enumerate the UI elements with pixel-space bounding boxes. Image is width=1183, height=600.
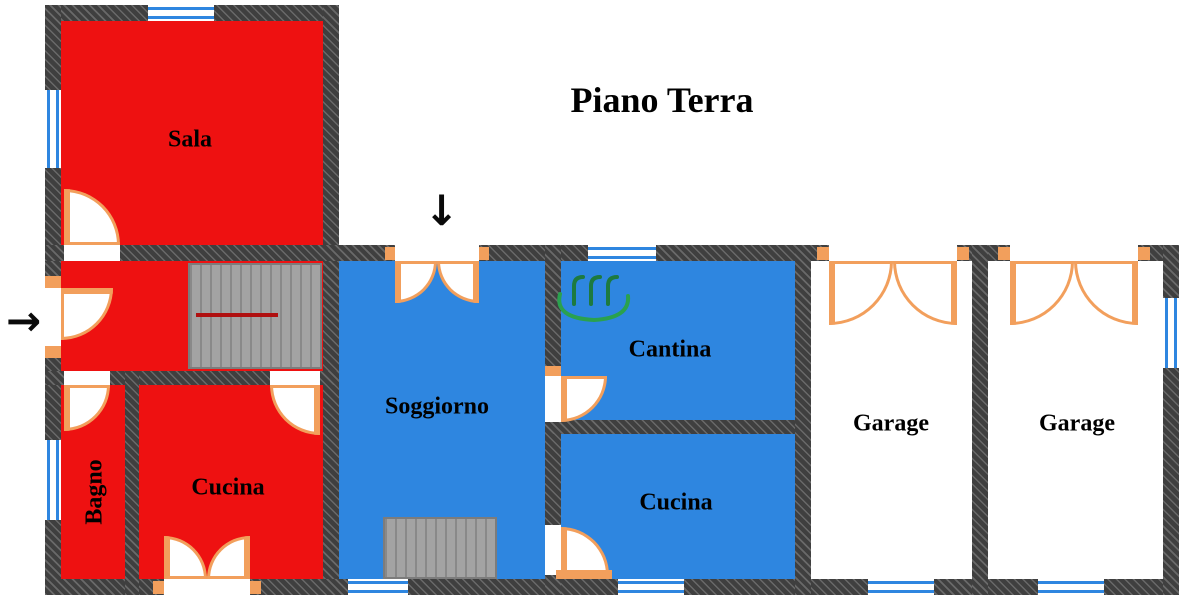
door-opening: [829, 245, 957, 261]
brand-watermark-logo-icon: [546, 266, 642, 331]
wall-garage-garage-divider: [972, 245, 988, 595]
window: [618, 579, 684, 595]
staircase-soggiorno: [383, 517, 497, 579]
door-frame: [45, 276, 61, 288]
room-label-bagno: Bagno: [81, 459, 108, 525]
window: [148, 5, 214, 21]
stair-entry-arrow-icon: ↓: [424, 186, 460, 235]
door-opening: [395, 245, 479, 261]
room-label-cucina-center: Cucina: [639, 489, 713, 516]
page-title: Piano Terra: [570, 80, 754, 120]
wall-bagno-cucina: [125, 371, 139, 595]
door-opening: [164, 579, 250, 595]
window: [45, 90, 61, 168]
window: [1163, 298, 1179, 368]
logo-svg: [557, 275, 631, 323]
room-label-sala: Sala: [167, 126, 213, 153]
door-frame: [545, 366, 561, 376]
door-frame: [479, 247, 489, 260]
door-frame: [817, 247, 829, 260]
room-label-garage-left: Garage: [853, 410, 929, 437]
door-frame: [998, 247, 1010, 260]
door-frame: [957, 247, 969, 260]
window: [588, 245, 656, 261]
door-opening: [64, 245, 120, 261]
door-frame: [45, 346, 61, 358]
door-opening: [1010, 245, 1138, 261]
window: [1038, 579, 1104, 595]
wall-sala-right: [323, 5, 339, 595]
door-threshold: [556, 570, 612, 579]
room-label-soggiorno: Soggiorno: [384, 393, 490, 420]
door-frame: [385, 247, 395, 260]
window: [868, 579, 934, 595]
entrance-arrow-icon: →: [6, 296, 42, 345]
wall-cantina-cucina: [545, 420, 811, 434]
wall-entry-bottom: [45, 371, 339, 385]
door-opening: [45, 288, 61, 346]
door-frame: [250, 581, 261, 594]
door-frame: [1138, 247, 1150, 260]
staircase-handrail: [196, 313, 278, 317]
wall-garage-left-divider: [795, 245, 811, 595]
window: [45, 440, 61, 520]
door-opening: [64, 371, 110, 385]
window: [348, 579, 408, 595]
door-opening: [545, 376, 561, 422]
room-label-cucina-left: Cucina: [191, 474, 265, 501]
room-label-cantina: Cantina: [628, 336, 712, 363]
room-label-garage-right: Garage: [1039, 410, 1115, 437]
door-opening: [545, 525, 561, 575]
door-opening: [270, 371, 320, 385]
door-frame: [153, 581, 164, 594]
